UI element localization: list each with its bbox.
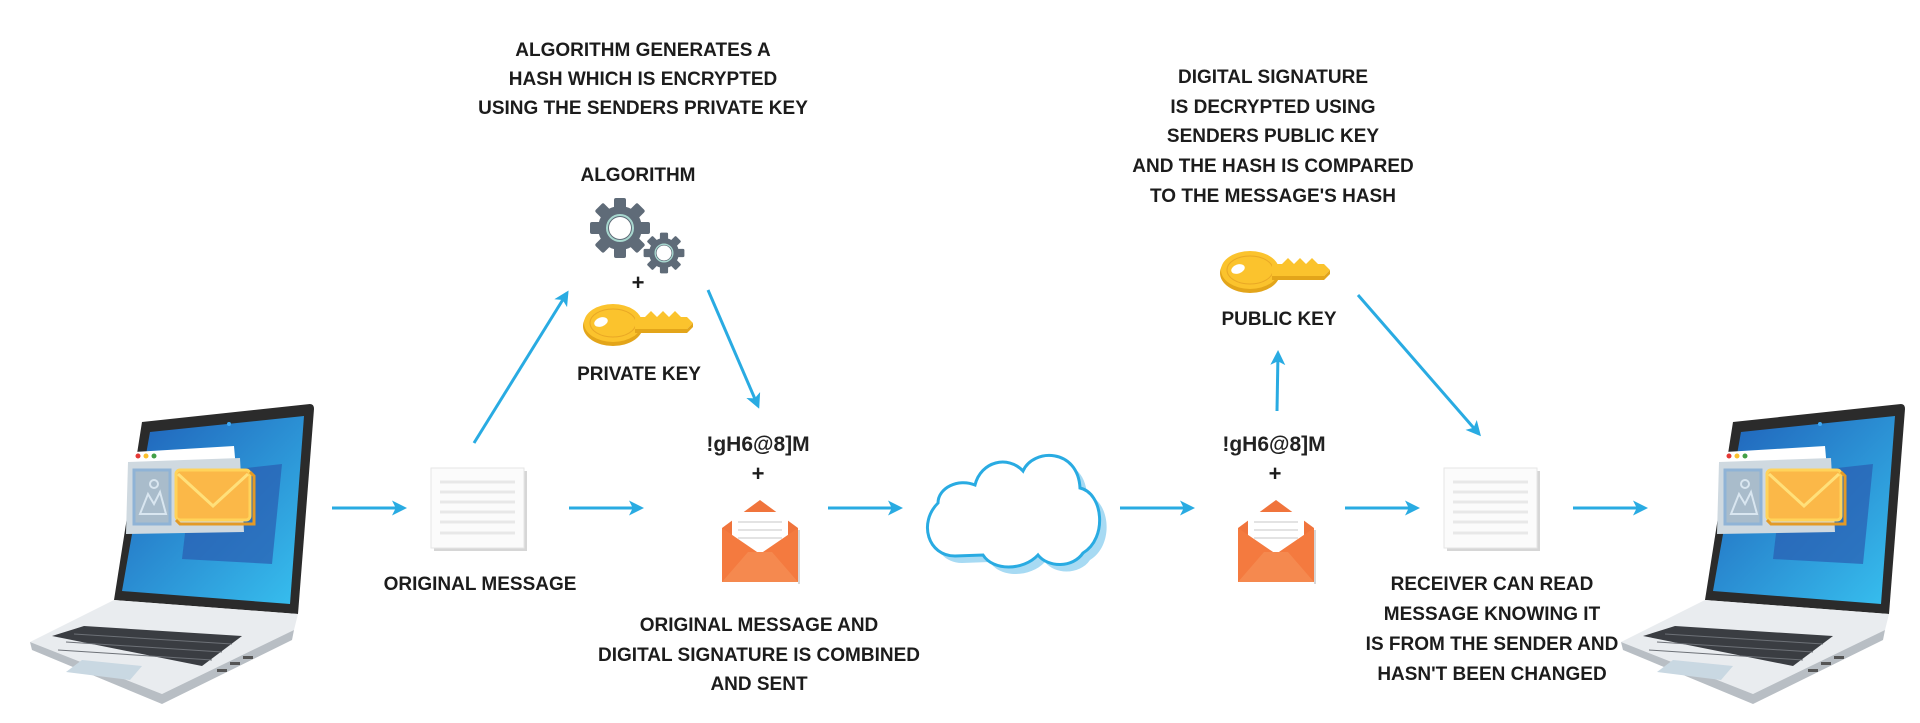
flow-arrows <box>332 289 1648 516</box>
verification-caption-line-3: SENDERS PUBLIC KEY <box>1167 126 1380 147</box>
combined-plus-sign: + <box>752 461 765 486</box>
result-caption-line-3: IS FROM THE SENDER AND <box>1366 634 1619 655</box>
arrow-message-to-algorithm <box>472 290 569 444</box>
verified-message-document-icon <box>1442 466 1542 553</box>
arrow-key-to-envelope <box>706 289 761 409</box>
combined-caption-line-3: AND SENT <box>710 674 808 695</box>
sender-laptop-icon <box>28 402 316 706</box>
algorithm-label: ALGORITHM <box>580 165 695 186</box>
verification-caption: DIGITAL SIGNATURE IS DECRYPTED USING SEN… <box>1132 67 1414 207</box>
verification-caption-line-1: DIGITAL SIGNATURE <box>1178 67 1368 88</box>
algorithm-plus-sign: + <box>632 270 645 295</box>
combined-open-envelope-icon <box>721 499 801 585</box>
signature-hash-text: !gH6@8]M <box>706 433 809 456</box>
arrow-public-key-to-message <box>1356 294 1481 437</box>
received-plus-sign: + <box>1269 461 1282 486</box>
verification-caption-line-2: IS DECRYPTED USING <box>1170 97 1375 118</box>
verification-caption-line-4: AND THE HASH IS COMPARED <box>1132 156 1414 177</box>
arrow-hash-to-public-key <box>1270 350 1286 412</box>
result-caption: RECEIVER CAN READ MESSAGE KNOWING IT IS … <box>1366 574 1619 685</box>
private-key-label: PRIVATE KEY <box>577 364 701 385</box>
public-key-label: PUBLIC KEY <box>1221 309 1336 330</box>
received-open-envelope-icon <box>1237 499 1317 585</box>
signing-caption-line-3: USING THE SENDERS PRIVATE KEY <box>478 98 808 119</box>
public-key-icon <box>1219 250 1331 294</box>
result-caption-line-2: MESSAGE KNOWING IT <box>1384 604 1601 625</box>
cloud-icon <box>926 453 1107 574</box>
received-hash-text: !gH6@8]M <box>1222 433 1325 456</box>
combined-caption: ORIGINAL MESSAGE AND DIGITAL SIGNATURE I… <box>598 615 920 695</box>
original-message-label: ORIGINAL MESSAGE <box>384 574 577 595</box>
signing-caption-line-2: HASH WHICH IS ENCRYPTED <box>509 69 777 90</box>
result-caption-line-4: HASN'T BEEN CHANGED <box>1377 664 1606 685</box>
receiver-laptop-icon <box>1619 402 1907 706</box>
original-message-document-icon <box>429 466 529 553</box>
result-caption-line-1: RECEIVER CAN READ <box>1391 574 1594 595</box>
gears-icon <box>589 197 686 275</box>
verification-caption-line-5: TO THE MESSAGE'S HASH <box>1150 186 1396 207</box>
signing-caption: ALGORITHM GENERATES A HASH WHICH IS ENCR… <box>478 40 808 119</box>
private-key-icon <box>582 303 694 347</box>
combined-caption-line-2: DIGITAL SIGNATURE IS COMBINED <box>598 645 920 666</box>
signing-caption-line-1: ALGORITHM GENERATES A <box>515 40 771 61</box>
combined-caption-line-1: ORIGINAL MESSAGE AND <box>640 615 879 636</box>
